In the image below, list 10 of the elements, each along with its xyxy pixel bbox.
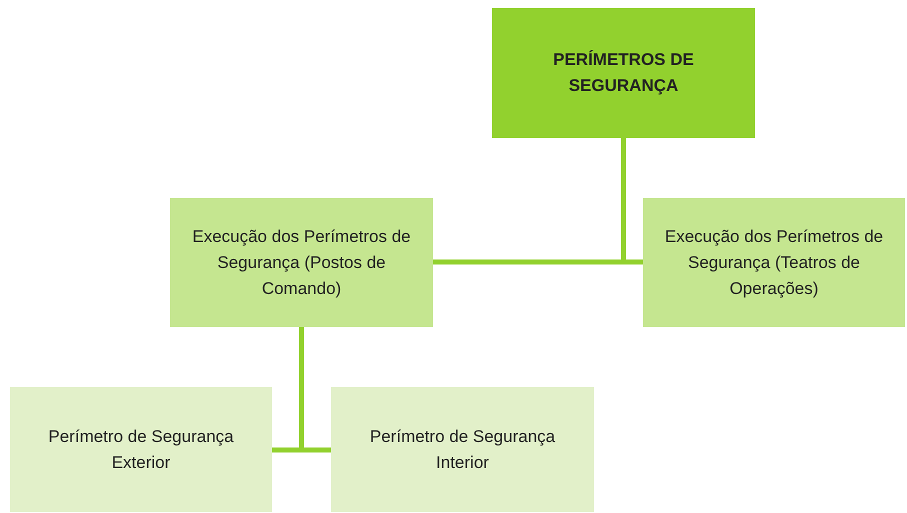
box-label: Execução dos Perímetros de Segurança (Postos de Comando): [191, 226, 412, 300]
title-box: [492, 8, 755, 138]
process-box: [643, 198, 905, 327]
process-box: [170, 198, 433, 327]
box-label: Execução dos Perímetros de Segurança (Teatros de Operações): [664, 226, 884, 300]
box-label: Perímetro de Segurança Exterior: [47, 426, 235, 474]
process-box: [10, 387, 272, 512]
box-label: PERÍMETROS DE SEGURANÇA: [552, 49, 695, 97]
box-label: Perímetro de Segurança Interior: [368, 426, 556, 474]
process-box: [331, 387, 594, 512]
